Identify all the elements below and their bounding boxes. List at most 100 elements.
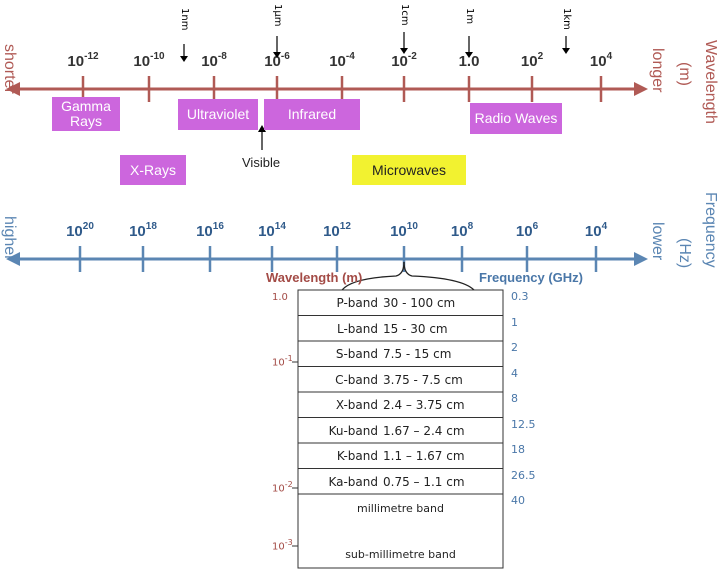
frequency-tick-label-7: 106 (516, 221, 539, 240)
frequency-value: 0.3 (511, 290, 529, 303)
frequency-tick-label-6: 108 (451, 221, 474, 240)
arrowhead-1cm (400, 48, 408, 54)
wl-mark-2-base: 10 (272, 357, 285, 369)
band-name: C-band (335, 372, 378, 387)
radio-waves-box: Radio Waves (470, 103, 562, 134)
marker-1cm-label: 1cm (399, 4, 410, 26)
wl-mark-3-exp: -2 (284, 480, 293, 489)
wavelength-tick-label-1: 10-10 (133, 51, 165, 70)
frequency-tick-label-2: 1016 (196, 221, 224, 240)
wl-mark-2-exp: -1 (284, 354, 293, 363)
band-range: 7.5 - 15 cm (383, 347, 452, 361)
wl-mark-1: 1.0 (272, 292, 288, 303)
band-range: 0.75 – 1.1 cm (383, 474, 465, 489)
frequency-value: 40 (511, 494, 525, 507)
frequency-tick-label-8: 104 (585, 221, 608, 240)
lower-label: lower (649, 222, 666, 261)
band-name: L-band (337, 321, 378, 336)
frequency-tick-label-4: 1012 (323, 221, 351, 240)
wavelength-tick-label-7: 102 (521, 51, 544, 70)
visible-label: Visible (242, 155, 281, 170)
frequency-value: 26.5 (511, 468, 536, 482)
gamma-rays-box: Gamma Rays (52, 97, 120, 131)
wl-mark-3: 10-2 (272, 480, 293, 494)
band-name: K-band (336, 449, 378, 463)
band-range: 2.4 – 3.75 cm (383, 398, 465, 412)
infrared-box: Infrared (264, 99, 360, 130)
wavelength-unit-label: (m) (676, 62, 693, 86)
band-row: X-band 2.4 – 3.75 cm (298, 392, 503, 417)
marker-arrows (183, 32, 567, 58)
table-frequency-header: Frequency (GHz) (479, 270, 584, 285)
wavelength-axis-right-arrow (634, 82, 648, 96)
frequency-value: 12.5 (511, 417, 536, 431)
frequency-value: 8 (511, 392, 518, 405)
band-row: S-band 7.5 - 15 cm (298, 341, 503, 366)
marker-1m-label: 1m (464, 8, 475, 25)
wl-mark-4-base: 10 (272, 541, 285, 553)
frequency-tick-label-0: 1020 (66, 221, 94, 240)
marker-1nm-label: 1nm (179, 8, 190, 31)
wl-mark-2: 10-1 (272, 354, 293, 368)
table-left-ticks (292, 361, 298, 547)
frequency-unit-label: (Hz) (676, 238, 693, 269)
band-range: 15 - 30 cm (383, 321, 448, 336)
wl-mark-4: 10-3 (272, 538, 293, 552)
millimetre-band-label: millimetre band (357, 502, 444, 515)
wavelength-axis-left-arrow (6, 82, 20, 96)
sub-millimetre-band-label: sub-millimetre band (345, 548, 456, 561)
band-row: P-band 30 - 100 cm (298, 290, 503, 315)
marker-1um-label: 1μm (272, 4, 283, 27)
longer-label: longer (649, 48, 666, 93)
band-range: 30 - 100 cm (383, 296, 456, 310)
x-rays-box: X-Rays (120, 155, 186, 185)
frequency-value: 2 (511, 341, 518, 354)
wl-mark-4-exp: -3 (284, 538, 293, 547)
visible-arrowhead (258, 125, 266, 132)
frequency-tick-label-5: 1010 (390, 221, 418, 240)
band-name: P-band (336, 296, 379, 310)
wavelength-tick-label-5: 10-2 (391, 51, 417, 70)
band-row: L-band 15 - 30 cm (298, 316, 503, 341)
marker-arrowheads (180, 48, 570, 62)
band-row: Ka-band 0.75 – 1.1 cm (298, 469, 503, 494)
band-name: Ku-band (328, 423, 378, 438)
wl-mark-3-base: 10 (272, 483, 285, 495)
band-range: 1.67 – 2.4 cm (383, 423, 465, 438)
band-name: Ka-band (328, 474, 378, 489)
marker-1km-label: 1km (561, 8, 572, 30)
frequency-value: 4 (511, 366, 518, 380)
shorter-label: shorter (1, 44, 18, 94)
band-table-lines (298, 315, 503, 495)
frequency-axis-left-arrow (6, 252, 20, 266)
band-table-frame (297, 289, 504, 569)
wavelength-tick-label-6: 1.0 (459, 53, 480, 70)
frequency-tick-label-3: 1014 (258, 221, 286, 240)
frequency-value: 18 (511, 443, 525, 456)
band-row: Ku-band 1.67 – 2.4 cm (298, 418, 503, 443)
arrowhead-1m (465, 52, 473, 58)
wl-mark-1-base: 1.0 (272, 292, 288, 303)
wavelength-side-label: Wavelength (702, 40, 719, 124)
arrowhead-1nm (180, 56, 188, 62)
arrowhead-1km (562, 48, 570, 54)
frequency-tick-label-1: 1018 (129, 221, 157, 240)
wavelength-tick-label-8: 104 (590, 51, 613, 70)
band-name: S-band (335, 347, 378, 361)
frequency-axis-right-arrow (634, 252, 648, 266)
band-row: K-band 1.1 – 1.67 cm (298, 443, 503, 468)
arrowhead-1um (273, 52, 281, 58)
band-name: X-band (335, 398, 378, 412)
ultraviolet-box: Ultraviolet (178, 99, 258, 130)
bracket-left (341, 261, 405, 291)
table-wavelength-header: Wavelength (m) (266, 270, 363, 285)
wavelength-tick-label-0: 10-12 (67, 51, 99, 70)
band-range: 1.1 – 1.67 cm (383, 449, 465, 463)
frequency-side-label: Frequency (702, 192, 719, 268)
wavelength-tick-label-4: 10-4 (329, 51, 355, 70)
frequency-value: 1 (511, 315, 518, 329)
higher-label: higher (1, 216, 18, 261)
